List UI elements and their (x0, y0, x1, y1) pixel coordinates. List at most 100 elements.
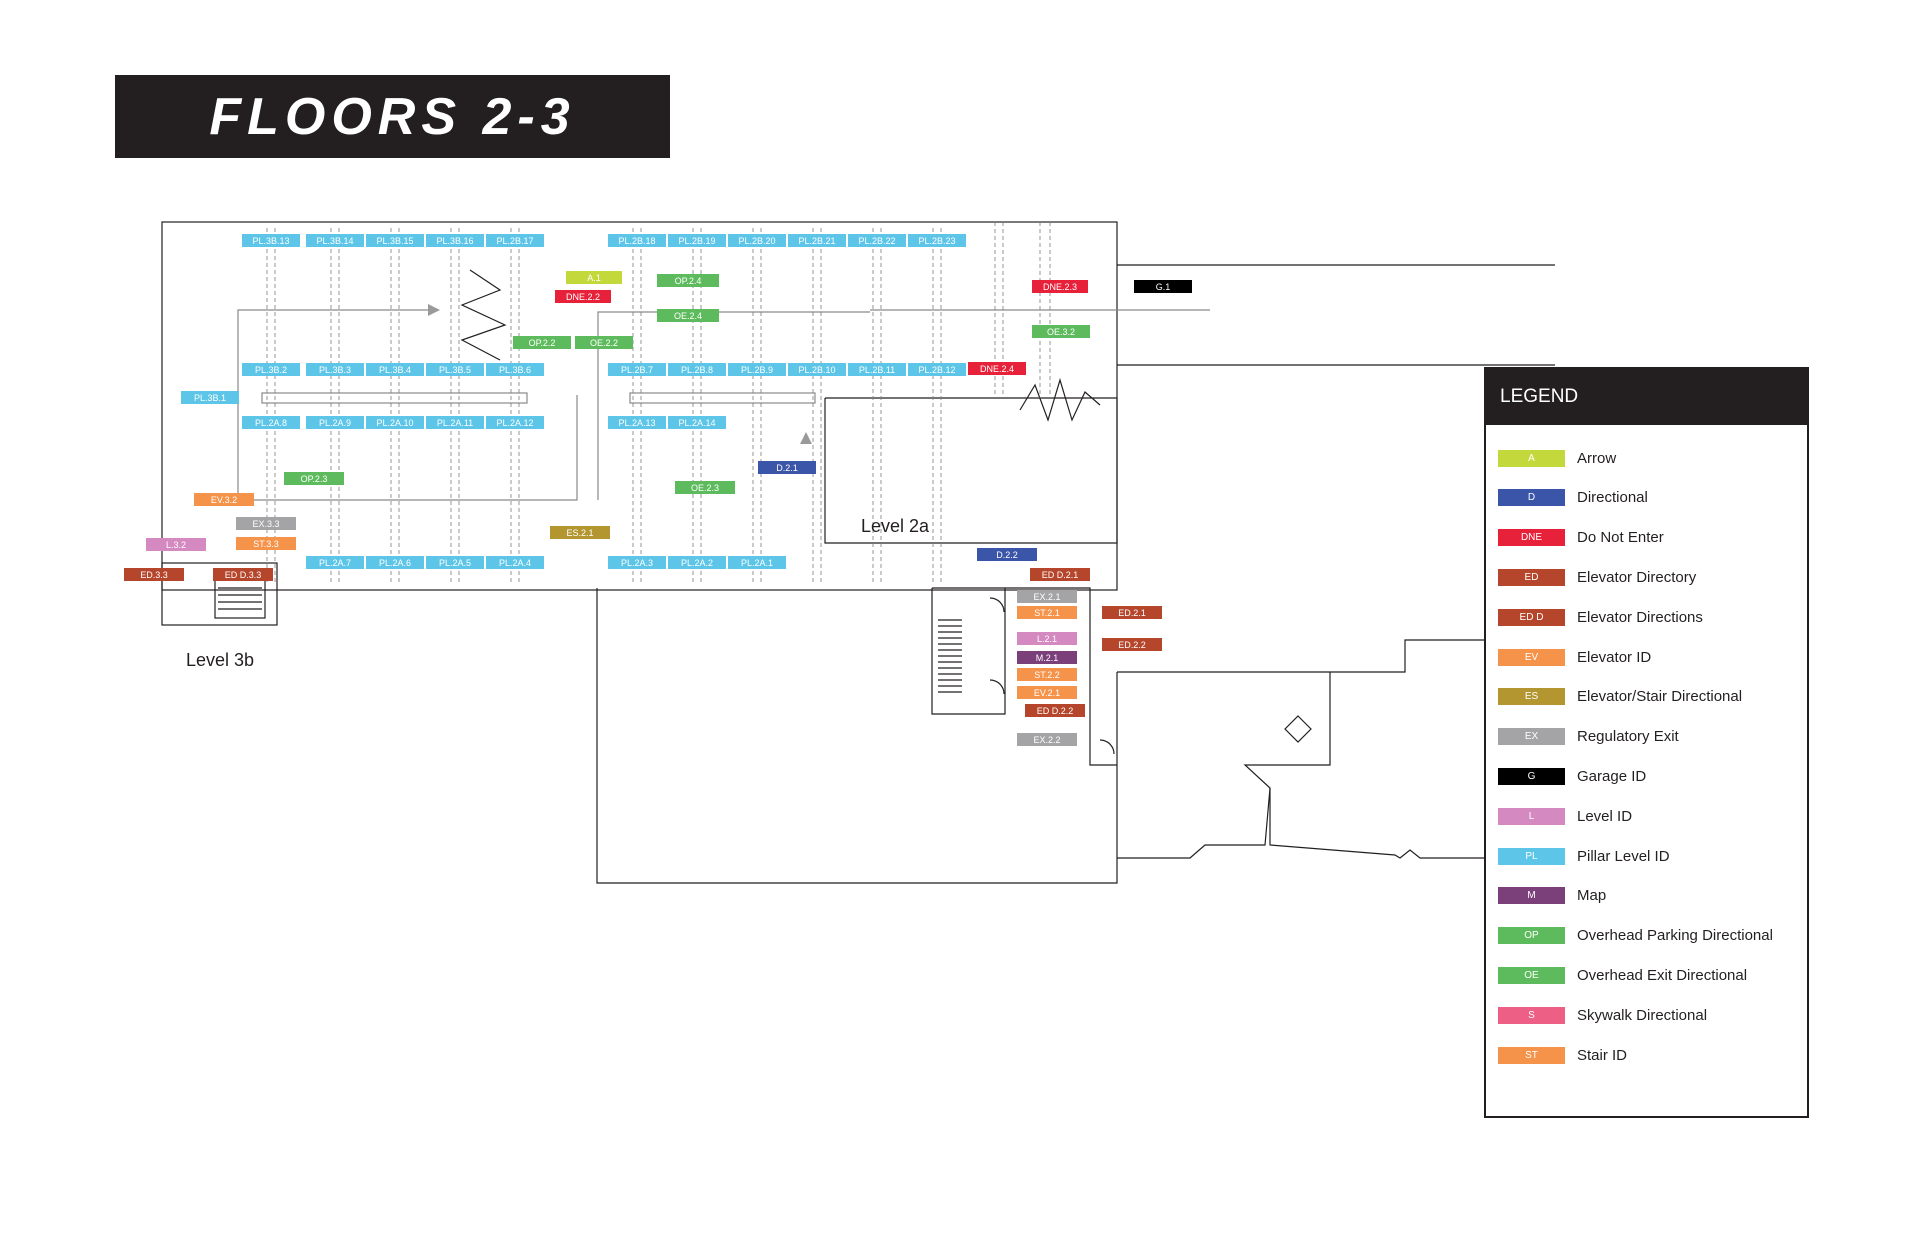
sign-tag-bg (668, 363, 726, 376)
sign-tag-label: PL.2A.11 (437, 418, 473, 428)
sign-tag: PL.3B.13 (242, 234, 300, 247)
sign-tag-label: PL.2B.21 (798, 236, 835, 246)
sign-tag-label: PL.2A.3 (621, 558, 653, 568)
sign-tag-label: PL.2B.12 (918, 365, 955, 375)
sign-tag: EX.3.3 (236, 517, 296, 530)
sign-tag-label: OE.2.2 (590, 338, 618, 348)
sign-tag-bg (675, 481, 735, 494)
sign-tag-label: G.1 (1156, 282, 1171, 292)
sign-tag-bg (366, 234, 424, 247)
sign-tag: DNE.2.2 (555, 290, 611, 303)
legend-item: OE Overhead Exit Directional (1498, 965, 1747, 985)
sign-tag-label: PL.3B.5 (439, 365, 471, 375)
sign-tag-bg (566, 271, 622, 284)
sign-tag: ED D.3.3 (213, 568, 273, 581)
stair-3b-treads (218, 587, 262, 610)
legend-swatch: OP (1498, 927, 1565, 945)
sign-tag-label: PL.2A.4 (499, 558, 531, 568)
sign-tag-label: ED.2.2 (1118, 640, 1146, 650)
sign-tag-bg (513, 336, 571, 349)
sign-tag-bg (788, 363, 846, 376)
sign-tag-label: D.2.1 (776, 463, 798, 473)
sign-tag: PL.3B.3 (306, 363, 364, 376)
sign-tag-bg (236, 517, 296, 530)
sign-tag-bg (908, 363, 966, 376)
sign-tag-label: OE.2.3 (691, 483, 719, 493)
sign-tag-bg (1102, 606, 1162, 619)
legend-swatch: S (1498, 1006, 1565, 1024)
sign-tag-label: ED D.3.3 (225, 570, 262, 580)
sign-tag: ED D.2.2 (1025, 704, 1085, 717)
divider-west (261, 392, 528, 404)
legend-label: Elevator Directions (1577, 608, 1703, 626)
sign-tag: EX.2.1 (1017, 590, 1077, 603)
legend-swatch: A (1498, 449, 1565, 467)
sign-tag-bg (213, 568, 273, 581)
sign-tag-bg (657, 274, 719, 287)
legend-swatch: PL (1498, 847, 1565, 865)
sign-tag: PL.3B.1 (181, 391, 239, 404)
sign-tag-label: PL.3B.15 (376, 236, 413, 246)
sign-tag-bg (668, 556, 726, 569)
sign-tag-bg (426, 416, 484, 429)
sign-tag: PL.2A.8 (242, 416, 300, 429)
sign-tag-label: PL.3B.14 (316, 236, 353, 246)
sign-tag: ED D.2.1 (1030, 568, 1090, 581)
sign-tag-bg (124, 568, 184, 581)
sign-tag-label: OP.2.4 (675, 276, 702, 286)
sign-tag-bg (1017, 733, 1077, 746)
sign-tag-bg (426, 234, 484, 247)
sign-tag: L.2.1 (1017, 632, 1077, 645)
sign-tag-bg (426, 363, 484, 376)
sign-tag: PL.2B.12 (908, 363, 966, 376)
page-title: FLOORS 2-3 (209, 87, 576, 146)
legend-swatch: ED D (1498, 608, 1565, 626)
sign-tag-label: PL.2B.8 (681, 365, 713, 375)
sign-tag-label: PL.2B.23 (918, 236, 955, 246)
sign-tag: EV.2.1 (1017, 686, 1077, 699)
sign-tag-label: ED.2.1 (1118, 608, 1146, 618)
legend-label: Overhead Exit Directional (1577, 966, 1748, 984)
sign-tag-label: OP.2.2 (529, 338, 556, 348)
sign-tag-label: A.1 (587, 273, 601, 283)
sign-tag: PL.2B.17 (486, 234, 544, 247)
sign-tag: PL.2A.2 (668, 556, 726, 569)
sign-tag: D.2.2 (977, 548, 1037, 561)
sign-tag: PL.2B.10 (788, 363, 846, 376)
sign-tag-label: DNE.2.2 (566, 292, 600, 302)
sign-tag-label: ST.3.3 (253, 539, 279, 549)
sign-tag-bg (486, 363, 544, 376)
sign-tag-label: PL.2B.22 (858, 236, 895, 246)
legend-label: Directional (1577, 489, 1648, 507)
sign-tag-bg (242, 416, 300, 429)
sign-tag-bg (968, 362, 1026, 375)
sign-tag-bg (194, 493, 254, 506)
sign-tag-bg (306, 363, 364, 376)
sign-tag-label: L.3.2 (166, 540, 186, 550)
sign-tag-label: PL.2B.18 (618, 236, 655, 246)
legend-label: Garage ID (1577, 767, 1647, 785)
sign-tag: OP.2.4 (657, 274, 719, 287)
sign-tag-bg (1017, 668, 1077, 681)
sign-tag: M.2.1 (1017, 651, 1077, 664)
level-3b-outline (161, 562, 278, 626)
level-3b-label: Level 3b (186, 650, 255, 670)
sign-tag-bg (608, 363, 666, 376)
legend-item: ED D Elevator Directions (1498, 607, 1703, 627)
sign-tag: PL.2A.9 (306, 416, 364, 429)
sign-tag-label: PL.2B.9 (741, 365, 773, 375)
level-2a-label: Level 2a (861, 516, 930, 536)
sign-tag-label: PL.2A.5 (439, 558, 471, 568)
legend-swatch: OE (1498, 966, 1565, 984)
legend-swatch: ED (1498, 568, 1565, 586)
sign-tag: OE.2.2 (575, 336, 633, 349)
sign-tag-bg (242, 234, 300, 247)
sign-tag: OE.3.2 (1032, 325, 1090, 338)
